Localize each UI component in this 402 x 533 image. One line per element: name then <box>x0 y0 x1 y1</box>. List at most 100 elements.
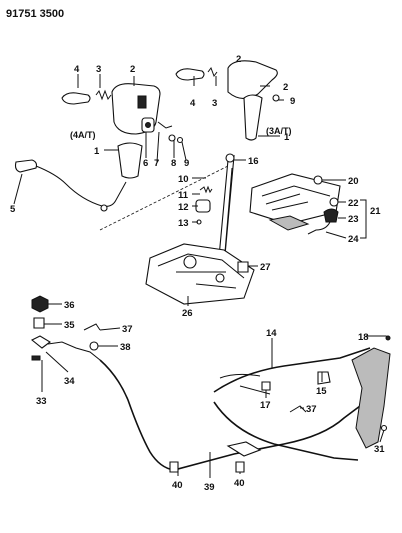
clip-38 <box>89 341 99 351</box>
callout-39: 39 <box>204 482 215 493</box>
knob-assembly-4at <box>14 83 184 212</box>
shift-base-bracket-26 <box>145 243 255 305</box>
callout-21: 21 <box>370 206 381 217</box>
brake-cable-assembly <box>213 335 391 461</box>
callout-5: 5 <box>10 204 16 215</box>
indicator-housing <box>249 173 341 235</box>
cable-guide <box>219 373 271 395</box>
pivot-cap-16 <box>225 153 235 163</box>
cable-14-lower <box>213 401 359 461</box>
callout-38: 38 <box>120 342 131 353</box>
washer-9-left <box>176 136 184 144</box>
harness-connector <box>100 204 108 212</box>
bolt-27 <box>237 261 249 273</box>
bulb-22 <box>329 197 339 207</box>
callout-22: 22 <box>348 198 359 209</box>
bulb-socket-23 <box>323 208 339 223</box>
bracket-bolt-hole <box>215 273 225 283</box>
reference-line <box>99 163 233 231</box>
cable-end-fitting <box>30 335 51 349</box>
shift-knob-3at <box>227 60 278 100</box>
pin-31 <box>380 424 388 432</box>
callout-9-left: 9 <box>184 158 189 169</box>
shift-button-3at <box>175 68 205 81</box>
callout-27: 27 <box>260 262 271 273</box>
bushing-35 <box>33 317 45 329</box>
callout-2-right-b: 2 <box>283 82 288 93</box>
callout-36: 36 <box>64 300 75 311</box>
indicator-slide-plate <box>268 215 310 231</box>
callout-3-right: 3 <box>212 98 217 109</box>
shift-lever-upper-4at <box>117 142 143 179</box>
callout-1-right: 1 <box>284 132 290 143</box>
socket-harness-24 <box>307 221 331 235</box>
callout-33: 33 <box>36 396 47 407</box>
callout-9-right: 9 <box>290 96 295 107</box>
detent-spring <box>199 177 213 194</box>
detent-lever <box>157 121 173 129</box>
switch-harness <box>35 165 127 207</box>
callout-10: 10 <box>178 174 189 185</box>
lever-pivot <box>183 255 197 269</box>
callout-4-right: 4 <box>190 98 196 109</box>
callout-1-left: 1 <box>94 146 100 157</box>
bushing-12 <box>195 199 211 213</box>
cable-bracket <box>226 441 262 457</box>
shift-cable-39 <box>99 359 385 471</box>
screw-20 <box>313 175 323 185</box>
callout-7: 7 <box>154 158 159 169</box>
bracket-ribs <box>157 253 245 289</box>
callout-40-left: 40 <box>172 480 183 491</box>
callout-23: 23 <box>348 214 359 225</box>
shift-cable-assembly <box>30 295 385 473</box>
selector-switch-5 <box>14 159 38 173</box>
callout-24: 24 <box>348 234 359 245</box>
shift-lever-assembly <box>145 153 255 305</box>
callout-16: 16 <box>248 156 259 167</box>
bracket-15 <box>317 371 331 385</box>
knob-assembly-3at <box>175 60 280 141</box>
knob-window-4at <box>137 95 147 109</box>
button-spring-3at <box>207 66 218 78</box>
button-spring-4at <box>95 89 112 101</box>
callout-14: 14 <box>266 328 277 339</box>
washer-9-right <box>272 94 280 102</box>
parking-brake-lever-31 <box>351 347 391 449</box>
callout-17: 17 <box>260 400 271 411</box>
nut-36 <box>31 295 49 313</box>
callout-6: 6 <box>143 158 148 169</box>
callout-34: 34 <box>64 376 75 387</box>
callout-15: 15 <box>316 386 327 397</box>
cable-adjuster <box>47 341 101 361</box>
callout-2-right: 2 <box>236 54 241 65</box>
callout-12: 12 <box>178 202 189 213</box>
cable-end-40-left <box>169 461 179 473</box>
callout-4-left: 4 <box>74 64 80 75</box>
retainer-37-upper <box>83 323 101 331</box>
shift-button-4at <box>61 92 91 105</box>
callout-2-left: 2 <box>130 64 135 75</box>
callout-35: 35 <box>64 320 75 331</box>
catalog-number: 91751 3500 <box>6 8 64 20</box>
cable-14-upper <box>213 347 371 393</box>
callout-labels: 4 3 2 1 6 7 8 9 5 4 3 2 2 9 1 16 10 11 1… <box>10 54 385 493</box>
callout-3-left: 3 <box>96 64 101 75</box>
callout-31: 31 <box>374 444 385 455</box>
callout-8: 8 <box>171 158 176 169</box>
bolt-17 <box>261 381 271 391</box>
lock-pin <box>145 122 151 128</box>
shift-lever-upper-3at <box>243 94 263 141</box>
washer-33 <box>31 355 41 361</box>
callout-40-right: 40 <box>234 478 245 489</box>
clip-18-end <box>385 335 391 341</box>
note-3at: (3A/T) <box>266 126 292 136</box>
callout-13: 13 <box>178 218 189 229</box>
callout-37-left: 37 <box>122 324 133 335</box>
indicator-markings <box>261 185 331 211</box>
note-4at: (4A/T) <box>70 130 96 140</box>
retainer-37-lower <box>289 405 307 413</box>
retainer-clip-8 <box>168 134 176 142</box>
leader-lines <box>13 74 385 478</box>
lever-shaft-line <box>223 167 233 265</box>
